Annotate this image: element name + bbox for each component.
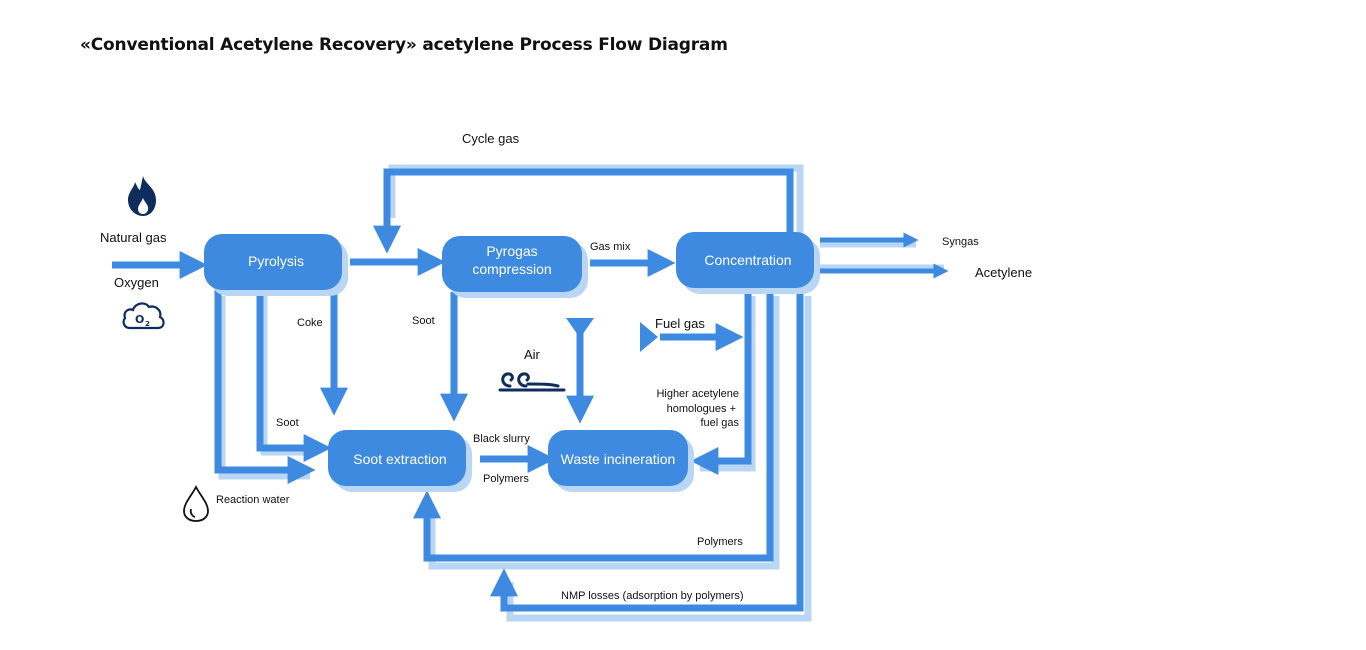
label-fuel-gas: Fuel gas xyxy=(655,316,705,331)
arrow-higher-acetylene xyxy=(690,290,752,475)
node-label-pyrogas-2: compression xyxy=(472,261,551,277)
arrow-nmp-losses xyxy=(490,290,804,612)
water-drop-icon xyxy=(183,484,209,522)
arrow-soot-left xyxy=(256,290,332,462)
page-title: «Conventional Acetylene Recovery» acetyl… xyxy=(80,35,728,55)
arrow-cycle-gas xyxy=(373,168,794,254)
node-label-pyrolysis: Pyrolysis xyxy=(248,253,304,269)
flow-arrows xyxy=(112,168,949,612)
flame-icon xyxy=(128,176,156,216)
node-label-concentration: Concentration xyxy=(704,252,791,268)
label-gas-mix: Gas mix xyxy=(590,241,631,253)
label-reaction-water: Reaction water xyxy=(216,494,290,506)
arrow-reaction-water xyxy=(214,290,316,484)
label-black-slurry: Black slurry xyxy=(473,433,530,445)
label-air: Air xyxy=(524,347,541,362)
node-concentration: Concentration xyxy=(676,232,820,294)
label-oxygen: Oxygen xyxy=(114,275,159,290)
label-higher-acetylene-1: Higher acetylene xyxy=(656,388,739,400)
label-higher-acetylene-2: homologues + xyxy=(667,403,736,415)
svg-text:2: 2 xyxy=(145,320,150,328)
oxygen-cloud-icon: O 2 xyxy=(122,302,165,330)
node-label-waste-incineration: Waste incineration xyxy=(561,451,676,467)
label-syngas: Syngas xyxy=(942,236,979,248)
flow-shadows xyxy=(218,164,944,622)
node-label-soot-extraction: Soot extraction xyxy=(353,451,446,467)
label-soot-mid: Soot xyxy=(412,315,435,327)
arrow-polymers-loop xyxy=(413,290,774,562)
wind-icon xyxy=(498,372,566,392)
node-label-pyrogas-1: Pyrogas xyxy=(486,243,537,259)
node-waste-incineration: Waste incineration xyxy=(548,430,694,492)
label-soot-left: Soot xyxy=(276,417,299,429)
label-nmp-losses: NMP losses (adsorption by polymers) xyxy=(561,590,744,602)
svg-text:O: O xyxy=(135,313,144,326)
node-pyrogas-compression: Pyrogas compression xyxy=(442,236,588,298)
label-coke: Coke xyxy=(297,317,323,329)
node-soot-extraction: Soot extraction xyxy=(328,430,472,492)
label-cycle-gas: Cycle gas xyxy=(462,131,520,146)
label-higher-acetylene-3: fuel gas xyxy=(700,417,739,429)
label-natural-gas: Natural gas xyxy=(100,230,167,245)
label-polymers-mid: Polymers xyxy=(483,473,529,485)
node-pyrolysis: Pyrolysis xyxy=(204,234,348,296)
flow-labels: Natural gas Oxygen Cycle gas Gas mix Syn… xyxy=(100,131,1032,602)
label-polymers-bottom: Polymers xyxy=(697,536,743,548)
label-acetylene: Acetylene xyxy=(975,265,1032,280)
